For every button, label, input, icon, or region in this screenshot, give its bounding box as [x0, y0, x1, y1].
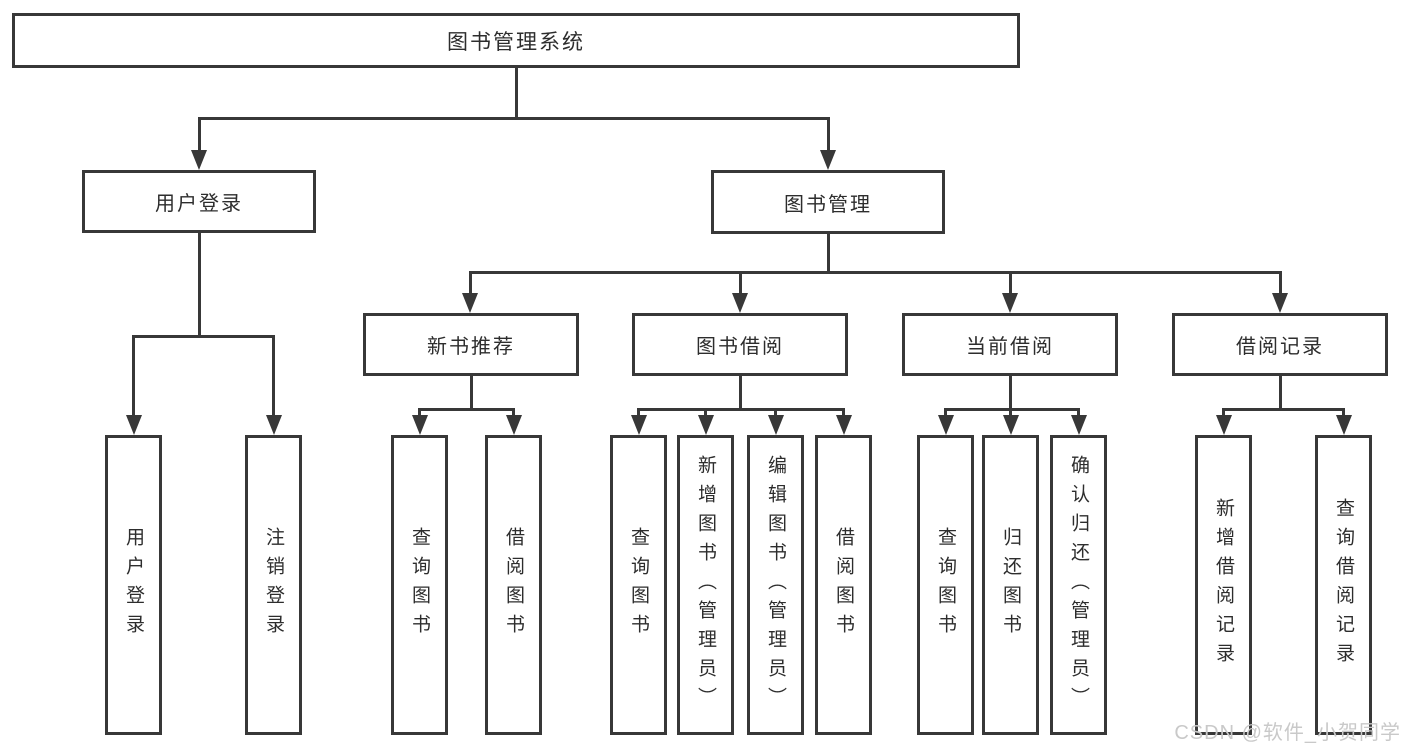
- node-root-system: 图书管理系统: [12, 13, 1020, 68]
- arrow-down-icon: [1335, 415, 1352, 435]
- connector-line: [197, 116, 830, 120]
- connector-line: [512, 408, 515, 418]
- node-user-login: 用户登录: [82, 170, 316, 233]
- arrow-down-icon: [835, 415, 852, 435]
- arrow-down-icon: [820, 150, 836, 170]
- node-label: 图书借阅: [696, 336, 784, 358]
- arrow-down-icon: [191, 150, 207, 170]
- connector-line: [826, 234, 830, 272]
- node-borrowing-records: 借阅记录: [1172, 313, 1388, 376]
- connector-line: [132, 334, 275, 338]
- connector-line: [826, 117, 830, 152]
- connector-line: [272, 335, 275, 417]
- connector-line: [1008, 376, 1012, 409]
- connector-line: [738, 271, 742, 296]
- arrow-down-icon: [697, 415, 714, 435]
- connector-line: [1222, 408, 1225, 418]
- arrow-down-icon: [1002, 415, 1019, 435]
- arrow-down-icon: [630, 415, 647, 435]
- leaf-records-add-record: 新增借阅记录: [1195, 435, 1252, 735]
- arrow-down-icon: [767, 415, 784, 435]
- connector-line: [1342, 408, 1345, 418]
- connector-line: [468, 271, 472, 296]
- connector-line: [1077, 408, 1080, 418]
- connector-line: [738, 376, 742, 409]
- arrow-down-icon: [265, 415, 282, 435]
- leaf-borrow-query-books: 查询图书: [610, 435, 667, 735]
- arrow-down-icon: [1070, 415, 1087, 435]
- connector-line: [469, 376, 473, 409]
- connector-line: [197, 233, 201, 336]
- leaf-user-login: 用户登录: [105, 435, 162, 735]
- node-label: 注销登录: [263, 527, 284, 643]
- connector-line: [1278, 376, 1282, 409]
- node-label: 新书推荐: [427, 336, 515, 358]
- csdn-watermark: CSDN @软件_小贺同学: [1174, 722, 1401, 744]
- arrow-down-icon: [411, 415, 428, 435]
- node-book-borrowing: 图书借阅: [632, 313, 848, 376]
- connector-line: [704, 408, 707, 418]
- node-label: 查询图书: [628, 527, 649, 643]
- leaf-current-return-books: 归还图书: [982, 435, 1039, 735]
- leaf-borrow-add-books-admin: 新增图书（管理员）: [677, 435, 734, 735]
- leaf-borrow-edit-books-admin: 编辑图书（管理员）: [747, 435, 804, 735]
- node-label: 图书管理: [784, 193, 872, 216]
- node-label: 借阅图书: [503, 527, 524, 643]
- connector-line: [418, 407, 515, 411]
- node-label: 用户登录: [123, 527, 144, 643]
- connector-line: [1008, 271, 1012, 296]
- node-label: 当前借阅: [966, 336, 1054, 358]
- arrow-down-icon: [1272, 293, 1288, 313]
- connector-line: [944, 408, 947, 418]
- connector-line: [514, 68, 518, 119]
- arrow-down-icon: [462, 293, 478, 313]
- connector-line: [132, 335, 135, 417]
- connector-line: [1009, 408, 1012, 418]
- connector-line: [637, 408, 640, 418]
- node-book-management: 图书管理: [711, 170, 945, 234]
- node-current-borrowing: 当前借阅: [902, 313, 1118, 376]
- node-label: 新增借阅记录: [1213, 498, 1234, 672]
- node-label: 确认归还（管理员）: [1068, 454, 1089, 716]
- arrow-down-icon: [125, 415, 142, 435]
- node-label: 借阅记录: [1236, 336, 1324, 358]
- node-label: 编辑图书（管理员）: [765, 454, 786, 716]
- leaf-logout: 注销登录: [245, 435, 302, 735]
- node-label: 查询图书: [409, 527, 430, 643]
- arrow-down-icon: [1002, 293, 1018, 313]
- leaf-borrow-borrow-books: 借阅图书: [815, 435, 872, 735]
- node-label: 图书管理系统: [447, 30, 585, 54]
- node-label: 用户登录: [155, 193, 243, 215]
- connector-line: [1222, 407, 1345, 411]
- connector-line: [1278, 271, 1282, 296]
- leaf-current-confirm-return-admin: 确认归还（管理员）: [1050, 435, 1107, 735]
- leaf-newbook-query-books: 查询图书: [391, 435, 448, 735]
- arrow-down-icon: [732, 293, 748, 313]
- node-label: 借阅图书: [833, 527, 854, 643]
- node-label: 归还图书: [1000, 527, 1021, 643]
- arrow-down-icon: [505, 415, 522, 435]
- arrow-down-icon: [1215, 415, 1232, 435]
- connector-line: [418, 408, 421, 418]
- connector-line: [197, 117, 201, 152]
- connector-line: [468, 270, 1282, 274]
- leaf-records-query-record: 查询借阅记录: [1315, 435, 1372, 735]
- node-label: 查询图书: [935, 527, 956, 643]
- leaf-current-query-books: 查询图书: [917, 435, 974, 735]
- leaf-newbook-borrow-books: 借阅图书: [485, 435, 542, 735]
- node-new-book-recommend: 新书推荐: [363, 313, 579, 376]
- arrow-down-icon: [937, 415, 954, 435]
- connector-line: [637, 407, 845, 411]
- node-label: 查询借阅记录: [1333, 498, 1354, 672]
- node-label: 新增图书（管理员）: [695, 454, 716, 716]
- connector-line: [774, 408, 777, 418]
- connector-line: [944, 407, 1080, 411]
- connector-line: [842, 408, 845, 418]
